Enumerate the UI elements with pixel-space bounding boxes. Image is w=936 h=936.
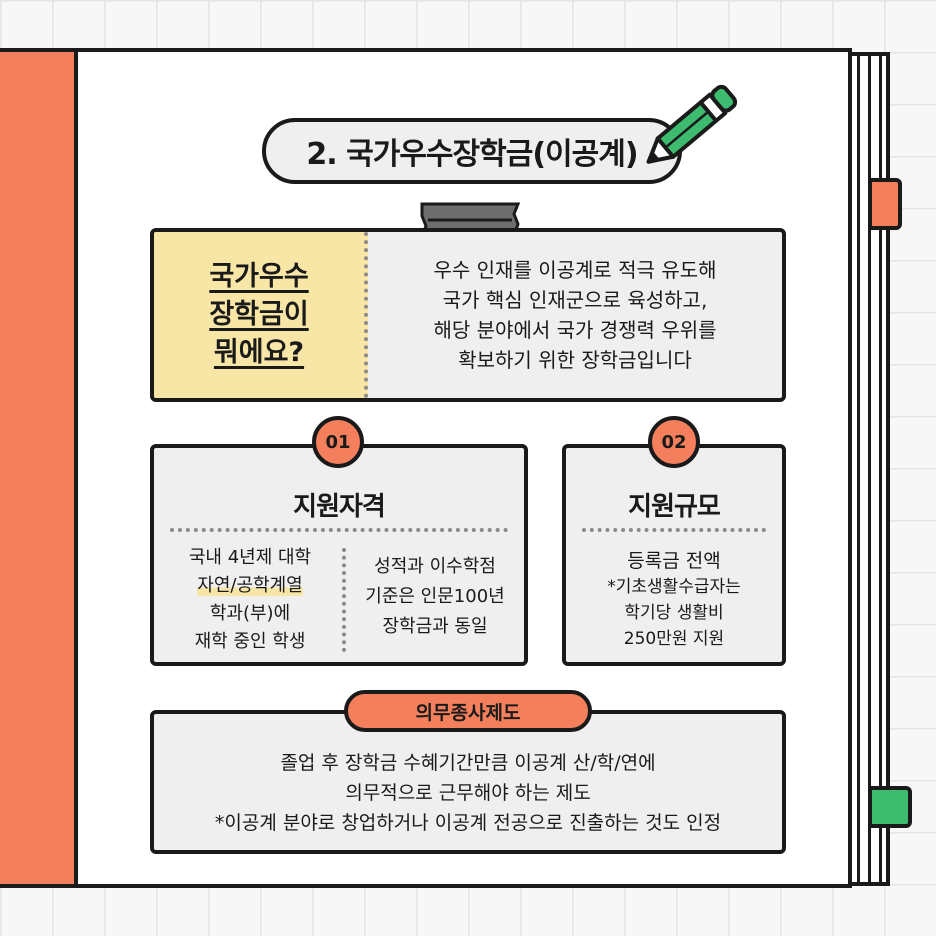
pencil-icon bbox=[646, 84, 738, 164]
eligibility-title: 지원자격 bbox=[293, 492, 386, 522]
duty-text: 졸업 후 장학금 수혜기간만큼 이공계 산/학/연에 의무적으로 근무해야 하는… bbox=[214, 752, 722, 834]
scale-title: 지원규모 bbox=[628, 492, 721, 522]
page-title: 2. 국가우수장학금(이공계) bbox=[262, 118, 682, 184]
card-divider bbox=[170, 528, 508, 532]
highlight-text: 자연/공학계열 bbox=[197, 575, 303, 596]
intro-question: 국가우수 장학금이 뭐에요? bbox=[209, 261, 309, 368]
bookmark-tab-orange bbox=[868, 178, 902, 230]
intro-question-panel: 국가우수 장학금이 뭐에요? bbox=[154, 232, 368, 398]
vertical-divider bbox=[342, 548, 346, 652]
scale-card: 지원규모 등록금 전액 *기초생활수급자는 학기당 생활비 250만원 지원 bbox=[562, 444, 786, 666]
number-badge-02: 02 bbox=[648, 416, 700, 468]
scale-text: 등록금 전액 *기초생활수급자는 학기당 생활비 250만원 지원 bbox=[607, 550, 741, 649]
card-divider bbox=[582, 528, 766, 532]
eligibility-left-text: 국내 4년제 대학 자연/공학계열 학과(부)에 재학 중인 학생 bbox=[188, 547, 312, 652]
eligibility-right-text: 성적과 이수학점 기준은 인문100년 장학금과 동일 bbox=[365, 556, 505, 637]
intro-box: 국가우수 장학금이 뭐에요? 우수 인재를 이공계로 적극 유도해 국가 핵심 … bbox=[150, 228, 786, 402]
eligibility-card: 지원자격 국내 4년제 대학 자연/공학계열 학과(부)에 재학 중인 학생 성… bbox=[150, 444, 528, 666]
number-badge-01: 01 bbox=[312, 416, 364, 468]
notebook-spine bbox=[0, 48, 78, 888]
bookmark-tab-green bbox=[868, 786, 912, 828]
intro-description: 우수 인재를 이공계로 적극 유도해 국가 핵심 인재군으로 육성하고, 해당 … bbox=[433, 258, 717, 372]
duty-label: 의무종사제도 bbox=[344, 690, 592, 732]
